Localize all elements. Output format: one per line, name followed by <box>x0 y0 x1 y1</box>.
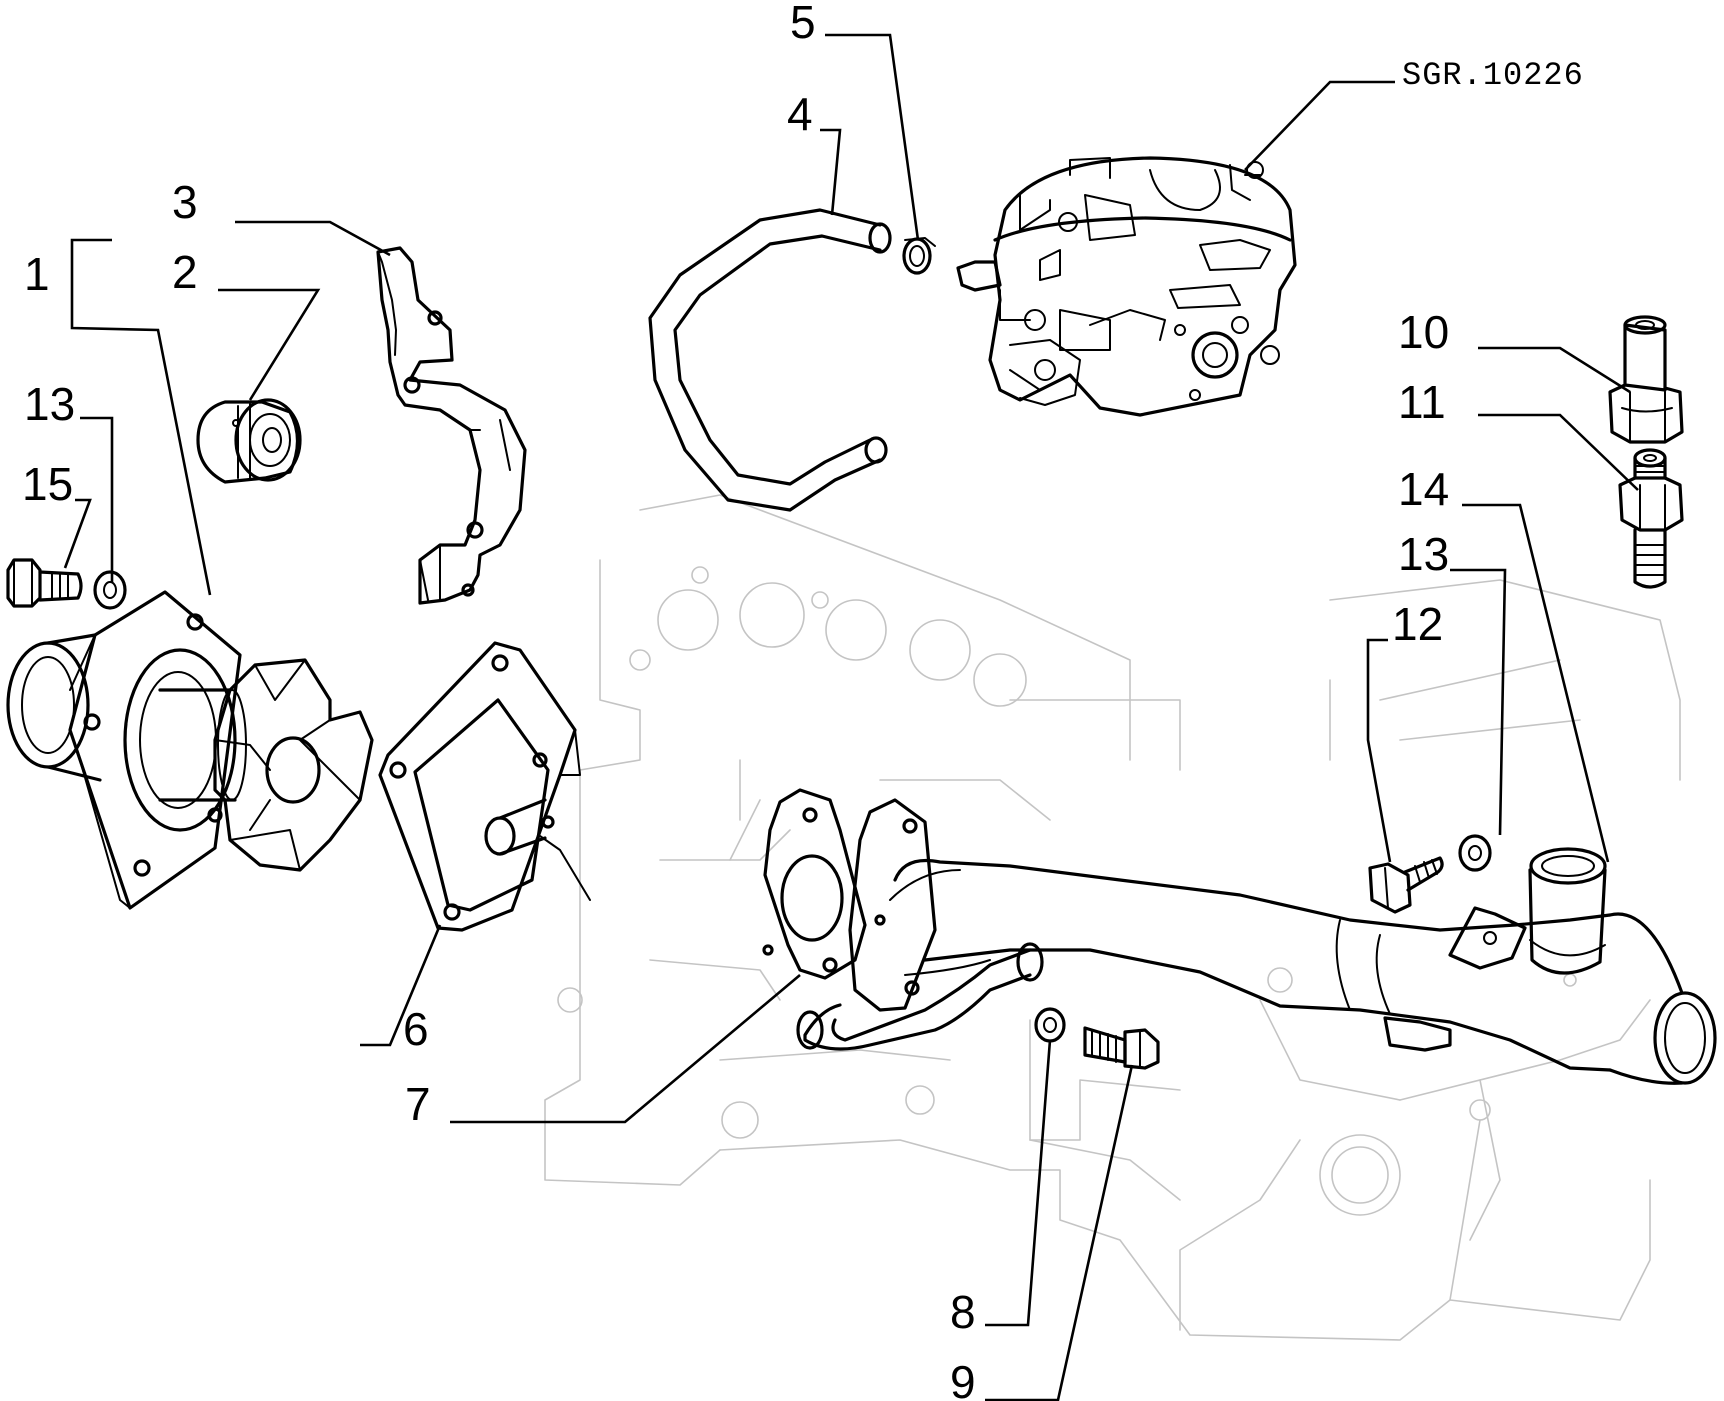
water-pump-part-1 <box>6 590 374 910</box>
hose-clamp-part-5 <box>902 237 936 275</box>
callout-3: 3 <box>172 176 198 228</box>
bolt-part-15 <box>6 558 83 608</box>
callout-9: 9 <box>950 1356 976 1401</box>
washer-part-13-right <box>1458 834 1492 872</box>
pump-stud <box>484 798 591 901</box>
pipe-gasket-part-7 <box>762 788 867 980</box>
engine-block-outline <box>544 494 1681 1341</box>
coolant-pipe-part-14 <box>796 798 1717 1085</box>
callout-12: 12 <box>1392 598 1443 650</box>
bushing-part-2 <box>196 398 302 484</box>
callout-1: 1 <box>24 248 50 300</box>
callout-13-left: 13 <box>24 378 75 430</box>
callout-10: 10 <box>1398 306 1449 358</box>
callout-6: 6 <box>403 1003 429 1055</box>
hose-part-4 <box>648 208 892 512</box>
callout-5: 5 <box>790 0 816 48</box>
callout-8: 8 <box>950 1286 976 1338</box>
callout-14: 14 <box>1398 463 1449 515</box>
callout-11: 11 <box>1398 376 1446 428</box>
callout-2: 2 <box>172 246 198 298</box>
callout-7: 7 <box>405 1078 431 1130</box>
callout-13-right: 13 <box>1398 528 1449 580</box>
bolt-part-12 <box>1368 856 1444 914</box>
callout-4: 4 <box>787 88 813 140</box>
leader-lines <box>63 33 1639 1401</box>
sensor-fitting-part-11 <box>1618 448 1684 589</box>
throttle-body-assembly <box>956 156 1297 417</box>
reference-code: SGR.10226 <box>1402 57 1584 94</box>
callout-labels: 1 2 3 4 5 6 7 8 9 10 11 12 13 13 14 15 S… <box>22 0 1584 1401</box>
callout-15: 15 <box>22 458 73 510</box>
washer-part-13-left <box>93 570 127 610</box>
bolt-part-9 <box>1083 1026 1160 1070</box>
bracket-part-3 <box>376 246 527 605</box>
gasket-part-6 <box>378 641 581 932</box>
union-fitting-part-10 <box>1608 315 1684 444</box>
washer-part-8 <box>1034 1007 1066 1043</box>
